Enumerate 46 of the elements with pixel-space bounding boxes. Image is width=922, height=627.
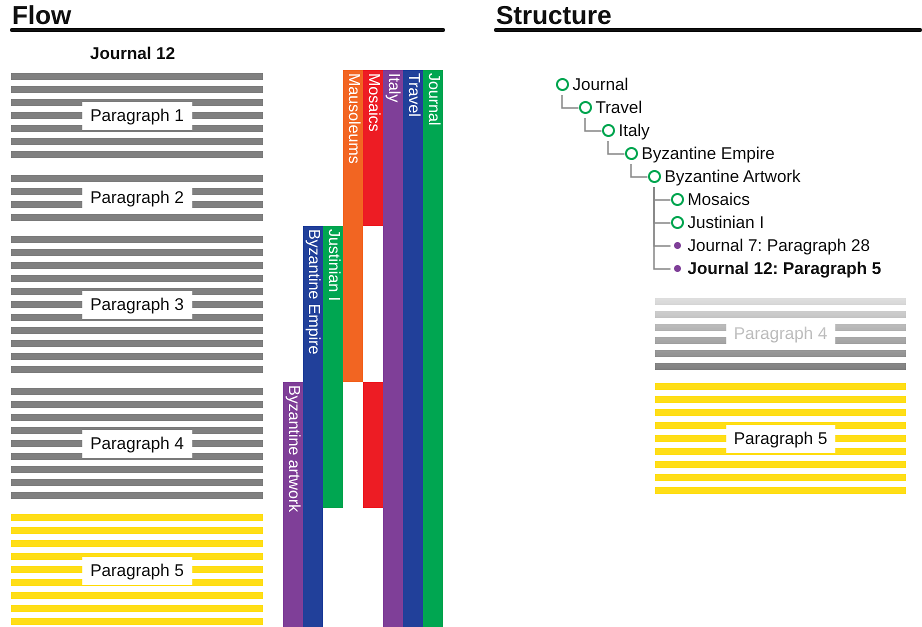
tree-label: Travel (596, 98, 642, 118)
paragraph-block (11, 175, 263, 221)
topic-bar (323, 226, 343, 508)
topic-bar (383, 70, 403, 627)
paragraph-label: Paragraph 5 (726, 425, 836, 453)
tree-label: Journal 12: Paragraph 5 (688, 259, 882, 279)
tree-label: Mosaics (688, 190, 750, 210)
paragraph-label: Paragraph 4 (82, 430, 192, 458)
topic-bar (403, 70, 423, 627)
bar-label: Italy (384, 73, 403, 102)
bar-label: Mosaics (364, 73, 383, 132)
paragraph-block (11, 514, 263, 627)
bar-label: Justinian I (324, 229, 343, 302)
tree-label: Byzantine Empire (642, 144, 775, 164)
tree-connector (630, 164, 648, 178)
topic-bar (343, 70, 363, 382)
paragraph-label: Paragraph 3 (82, 291, 192, 319)
bar-label: Byzantine Empire (304, 229, 323, 354)
bar-label: Byzantine artwork (284, 385, 303, 512)
tree-label: Journal 7: Paragraph 28 (688, 236, 870, 256)
topic-bar (283, 382, 303, 627)
tree-label: Journal (572, 75, 628, 95)
bar-label: Travel (404, 73, 423, 117)
tree-label: Italy (618, 121, 650, 141)
topic-bar (363, 382, 383, 508)
paragraph-block (11, 388, 263, 500)
paragraph-label: Paragraph 1 (82, 102, 192, 130)
tree-label: Byzantine Artwork (664, 167, 801, 187)
topic-bar (363, 70, 383, 226)
bar-label: Mausoleums (344, 73, 363, 164)
tree-connector (584, 118, 602, 132)
bar-label: Journal (424, 73, 443, 126)
section-heading: Flow (12, 0, 72, 31)
paragraph-block (655, 298, 906, 370)
tree-connector (653, 187, 670, 270)
paragraph-block (11, 73, 263, 159)
tree-connector (561, 95, 578, 109)
paragraph-block (655, 383, 906, 495)
paragraph-block (11, 236, 263, 374)
column-heading: Journal 12 (90, 44, 176, 64)
topic-bar (303, 226, 323, 627)
tree-connector (607, 141, 624, 155)
tree-label: Justinian I (688, 213, 764, 233)
paragraph-label: Paragraph 5 (82, 556, 192, 584)
section-heading: Structure (496, 0, 612, 31)
topic-bar (423, 70, 443, 627)
